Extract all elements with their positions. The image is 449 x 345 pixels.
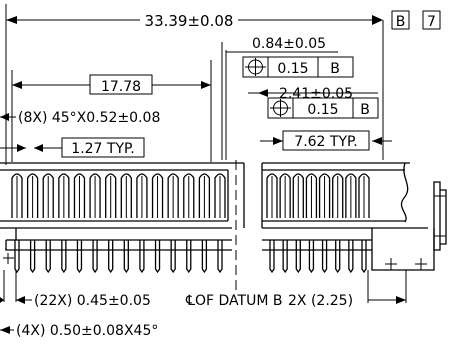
pin-slot	[26, 173, 39, 218]
pin-lead	[170, 240, 176, 274]
pin-lead	[186, 240, 192, 274]
span-left-label: 17.78	[101, 79, 141, 95]
pin-lead	[282, 240, 288, 274]
right-dimension: 2X (2.25)	[288, 270, 407, 309]
pin-slot	[11, 173, 23, 218]
pin-slot	[73, 173, 86, 218]
pin-slot	[183, 173, 195, 218]
pin-lead	[108, 240, 114, 274]
pin-slot	[292, 173, 304, 218]
pin-slot	[198, 173, 211, 218]
pin-lead	[321, 240, 328, 274]
chamfer-note-label: (8X) 45°X0.52±0.08	[18, 110, 160, 126]
datum-b-flag: B 7	[391, 10, 441, 30]
pitch-right-label: 7.62 TYP.	[294, 134, 357, 150]
pitch-left-label: 1.27 TYP.	[71, 141, 134, 157]
pin-slot	[120, 173, 132, 218]
centerline-note-label: ℄OF DATUM B	[185, 293, 282, 309]
overall-width-label: 33.39±0.08	[145, 12, 234, 30]
pin-lead	[123, 240, 129, 274]
pin-lead	[61, 240, 67, 274]
pin-housing-slots	[11, 173, 370, 218]
pin-lead	[139, 240, 145, 274]
fcf-top-datum: B	[330, 61, 340, 77]
pin-lead	[308, 240, 315, 274]
pin-lead	[76, 240, 83, 274]
datum-b-note-number: 7	[427, 14, 436, 30]
bottom-note-label: (4X) 0.50±0.08X45°	[16, 323, 158, 339]
pin-lead	[92, 240, 98, 274]
pin-leads	[14, 240, 367, 274]
pin-lead	[14, 240, 20, 274]
pin-slot	[151, 173, 164, 218]
pin-slot	[42, 173, 54, 218]
datum-b-letter: B	[396, 14, 406, 30]
fcf-right-datum: B	[360, 102, 370, 118]
pin-lead	[361, 240, 367, 274]
pin-slot	[279, 173, 291, 218]
pin-lead	[217, 240, 223, 274]
bottom-note: (4X) 0.50±0.08X45°	[0, 323, 158, 339]
tolerance-top-label: 0.84±0.05	[252, 36, 326, 52]
pin-slot	[305, 173, 318, 218]
pin-lead	[295, 240, 301, 274]
fcf-right: 0.15 B	[267, 97, 379, 119]
chamfer-note: (8X) 45°X0.52±0.08	[0, 110, 160, 126]
pin-slot	[332, 173, 344, 218]
pin-slot	[89, 173, 101, 218]
pin-slot	[167, 173, 179, 218]
pin-note: (22X) 0.45±0.05	[0, 270, 151, 309]
pitch-left-dimension: 1.27 TYP.	[0, 137, 145, 158]
pin-slot	[105, 173, 117, 218]
pin-lead	[29, 240, 36, 274]
fcf-top-value: 0.15	[277, 61, 308, 77]
overall-width-dimension: 33.39±0.08	[5, 4, 384, 165]
pitch-right-dimension: 7.62 TYP.	[260, 130, 392, 151]
pin-slot	[345, 173, 357, 218]
pin-lead	[335, 240, 341, 274]
pin-slot	[266, 173, 278, 218]
span-left-dimension: 17.78	[11, 60, 212, 162]
pin-slot	[214, 173, 226, 218]
pin-lead	[201, 240, 208, 274]
pin-lead	[348, 240, 354, 274]
pin-slot	[358, 173, 370, 218]
pin-lead	[269, 240, 275, 274]
tolerance-top-dimension: 0.84±0.05	[221, 36, 338, 160]
pin-note-label: (22X) 0.45±0.05	[34, 293, 151, 309]
pin-lead	[154, 240, 161, 274]
pin-slot	[318, 173, 331, 218]
pin-slot	[136, 173, 148, 218]
fcf-top: 0.15 B	[242, 56, 354, 78]
pin-lead	[45, 240, 51, 274]
connector-body	[0, 162, 447, 271]
tolerance-right-label: 2.41±0.05	[279, 86, 353, 102]
pin-slot	[58, 173, 70, 218]
fcf-right-value: 0.15	[307, 102, 338, 118]
right-dim-label: 2X (2.25)	[288, 293, 353, 309]
